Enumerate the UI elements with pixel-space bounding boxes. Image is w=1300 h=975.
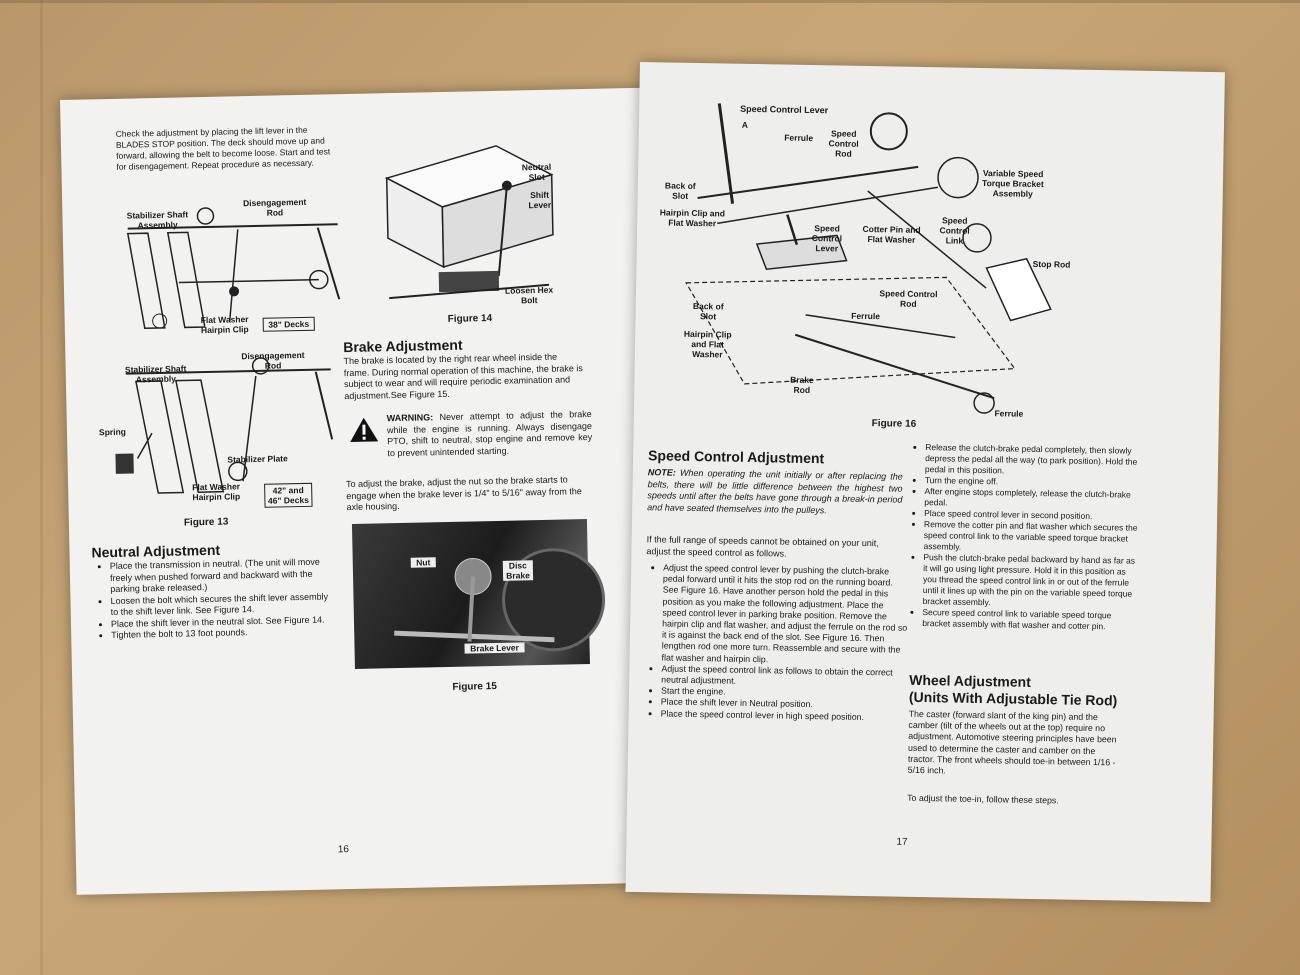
- fig15-disc-brake-label: Disc Brake: [502, 560, 534, 581]
- fig16-cotter-pin-label: Cotter Pin and Flat Washer: [862, 223, 921, 245]
- figure-13-bottom-drawing: [115, 357, 334, 494]
- cardboard-seam: [0, 0, 1300, 3]
- list-item: Release the clutch-brake pedal completel…: [925, 442, 1141, 479]
- figure-15-caption: Figure 15: [452, 680, 497, 693]
- fig13-stabilizer-top-label: Stabilizer Shaft Assembly: [126, 209, 189, 231]
- fig16-speed-rod-top-label: Speed Control Rod: [828, 128, 859, 159]
- fig13-disengagement-top-label: Disengagement Rod: [242, 196, 307, 218]
- note-label: NOTE:: [647, 467, 676, 478]
- figure-14-drawing: [384, 145, 554, 300]
- page-number-17: 17: [896, 836, 908, 848]
- list-item: Remove the cotter pin and flat washer wh…: [923, 519, 1139, 556]
- brake-text: The brake is located by the right rear w…: [343, 351, 583, 401]
- warning-triangle-icon: [350, 417, 379, 442]
- brake-adjust-instructions: To adjust the brake, adjust the nut so t…: [346, 474, 582, 513]
- figure-14-caption: Figure 14: [447, 312, 493, 325]
- wheel-text: The caster (forward slant of the king pi…: [907, 708, 1117, 776]
- page-number-16: 16: [337, 844, 350, 856]
- figure-15-photo: Nut Disc Brake Brake Lever: [351, 519, 606, 669]
- brake-adjustment-heading: Brake Adjustment: [343, 336, 463, 356]
- list-item: Secure speed control link to variable sp…: [922, 607, 1137, 633]
- wheel-adjustment-subheading: (Units With Adjustable Tie Rod): [908, 688, 1118, 709]
- fig16-hairpin-mid-label: Hairpin Clip and Flat Washer: [683, 328, 732, 360]
- manual-page-17: Speed Control Lever A Ferrule Speed Cont…: [625, 62, 1225, 903]
- fig16-speed-lever-mid-label: Speed Control Lever: [811, 223, 843, 254]
- fig13-washer-top-label: Flat Washer Hairpin Clip: [200, 314, 249, 336]
- fig15-nut-label: Nut: [410, 557, 436, 568]
- fig16-back-slot-top-label: Back of Slot: [664, 180, 696, 201]
- fig13-stabilizer-plate-label: Stabilizer Plate: [227, 453, 288, 465]
- speed-control-heading: Speed Control Adjustment: [647, 447, 825, 467]
- speed-range-text: If the full range of speeds cannot be ob…: [646, 534, 879, 559]
- figure-13-caption: Figure 13: [183, 516, 229, 529]
- fig13-stabilizer-bottom-label: Stabilizer Shaft Assembly: [124, 363, 187, 385]
- cardboard-seam-vertical: [40, 0, 43, 975]
- speed-steps-list: Adjust the speed control lever by pushin…: [649, 562, 909, 723]
- fig13-42-46-decks-label: 42" and 46" Decks: [264, 482, 313, 508]
- fig16-speed-rod-mid-label: Speed Control Rod: [879, 288, 938, 309]
- fig16-stop-rod-label: Stop Rod: [1032, 258, 1071, 270]
- note-text: When operating the unit initially or aft…: [647, 467, 903, 515]
- toe-in-text: To adjust the toe-in, follow these steps…: [907, 792, 1059, 806]
- fig16-ferrule-bottom-label: Ferrule: [994, 408, 1024, 419]
- fig14-neutral-slot-label: Neutral Slot: [521, 161, 552, 183]
- intro-text: Check the adjustment by placing the lift…: [115, 124, 331, 172]
- warning-label: WARNING:: [386, 412, 434, 424]
- fig15-brake-lever-label: Brake Lever: [464, 642, 525, 654]
- wheel-adjustment-heading: Wheel Adjustment: [909, 671, 1031, 690]
- figure-13-top-drawing: [126, 207, 341, 330]
- speed-steps-list-col2: Release the clutch-brake pedal completel…: [910, 442, 1140, 633]
- list-item: Place the transmission in neutral. (The …: [110, 556, 336, 595]
- fig16-variable-speed-label: Variable Speed Torque Bracket Assembly: [981, 168, 1044, 199]
- neutral-steps-list: Place the transmission in neutral. (The …: [98, 556, 337, 641]
- list-item: Push the clutch-brake pedal backward by …: [923, 552, 1139, 611]
- fig16-hairpin-top-label: Hairpin Clip and Flat Washer: [659, 207, 726, 229]
- warning-block: WARNING: Never attempt to adjust the bra…: [387, 409, 593, 459]
- neutral-adjustment-heading: Neutral Adjustment: [91, 541, 221, 561]
- figure-16-drawing: [685, 103, 1052, 414]
- fig16-back-slot-mid-label: Back of Slot: [692, 300, 724, 322]
- fig14-shift-lever-label: Shift Lever: [528, 189, 552, 211]
- note-block: NOTE: When operating the unit initially …: [647, 467, 903, 517]
- list-item: Adjust the speed control lever by pushin…: [662, 562, 909, 667]
- fig16-brake-rod-label: Brake Rod: [790, 374, 814, 396]
- fig16-a-label: A: [741, 119, 749, 130]
- fig14-loosen-hex-bolt-label: Loosen Hex Bolt: [504, 284, 554, 306]
- fig13-disengagement-bottom-label: Disengagement Rod: [241, 349, 305, 371]
- fig13-washer-bottom-label: Flat Washer Hairpin Clip: [192, 481, 241, 503]
- fig13-38-decks-label: 38" Decks: [262, 316, 315, 332]
- figure-16-caption: Figure 16: [871, 418, 917, 430]
- fig13-spring-label: Spring: [98, 426, 127, 438]
- fig16-speed-link-label: Speed Control Link: [939, 215, 970, 246]
- fig16-ferrule-mid-label: Ferrule: [851, 310, 881, 322]
- manual-page-16: Check the adjustment by placing the lift…: [60, 87, 677, 895]
- fig16-speed-lever-top-label: Speed Control Lever: [740, 103, 829, 116]
- fig16-ferrule-top-label: Ferrule: [784, 132, 814, 144]
